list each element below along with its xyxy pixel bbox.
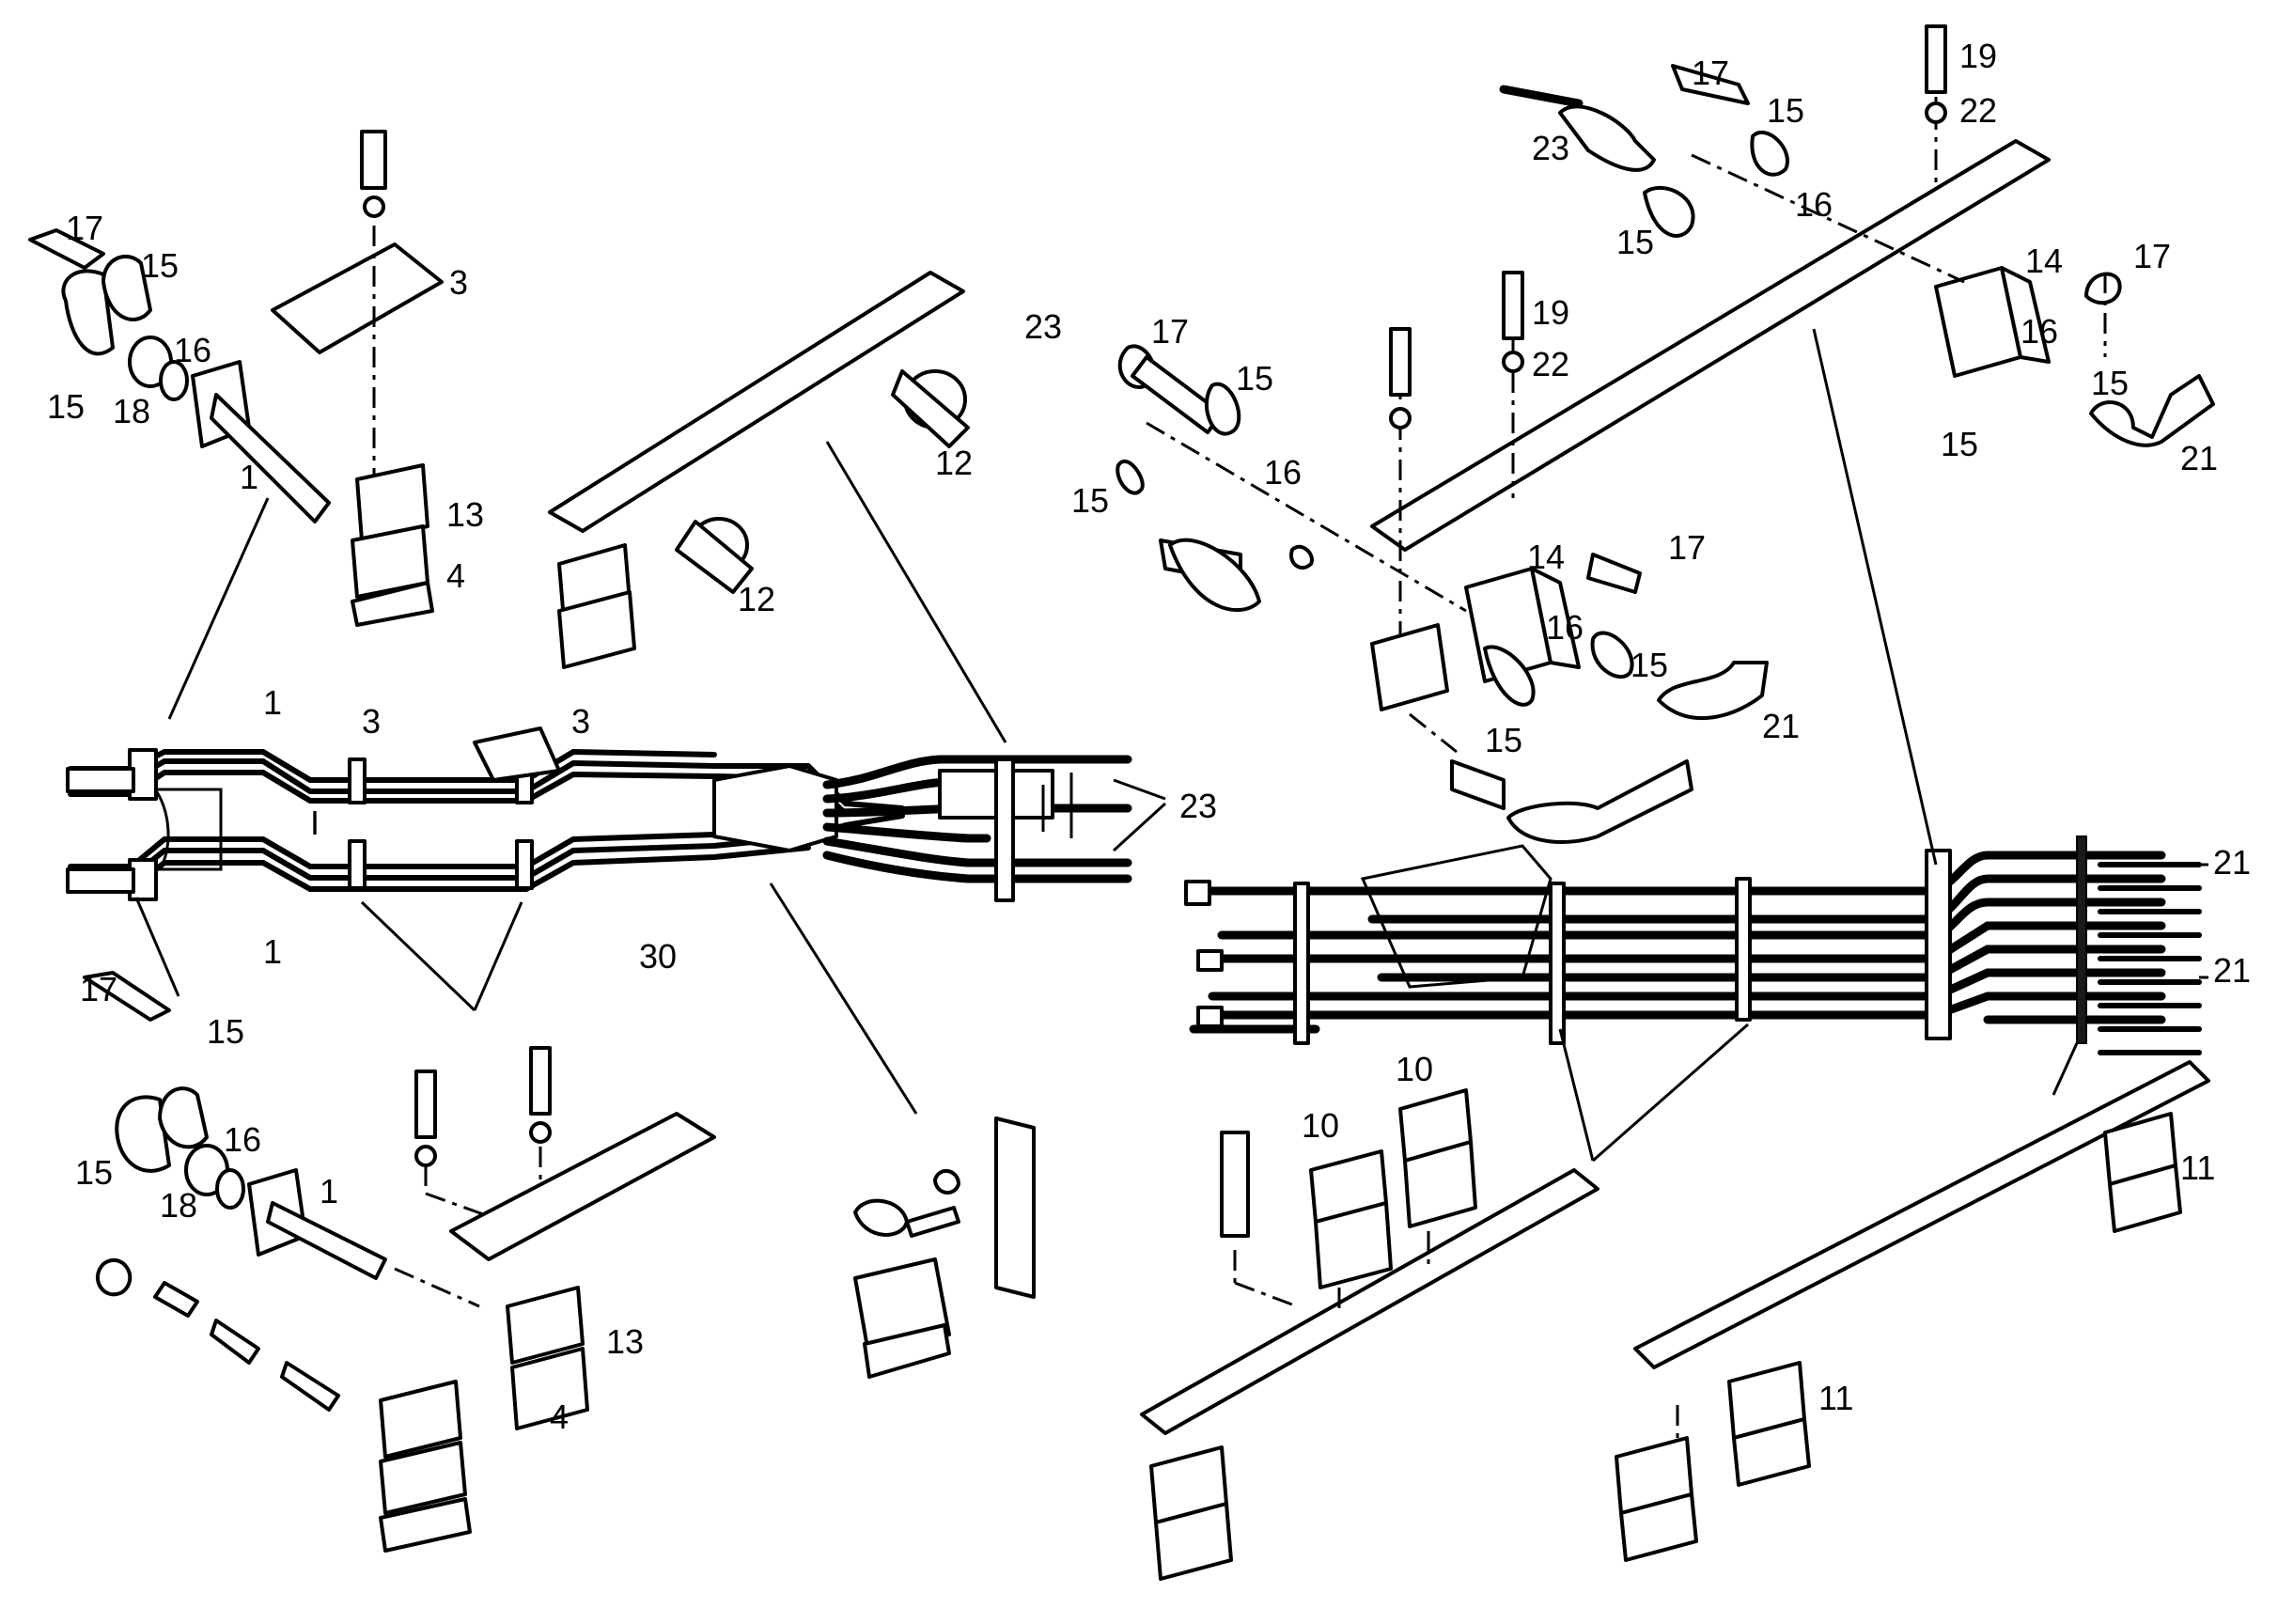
callout-23: 23 [1179, 787, 1217, 825]
callout-17: 17 [80, 970, 117, 1008]
callout-13: 13 [446, 495, 484, 534]
callout-10: 10 [1396, 1050, 1433, 1088]
callout-17: 17 [1668, 528, 1706, 567]
callout-1: 1 [320, 1172, 338, 1210]
callout-16: 16 [174, 331, 211, 369]
callout-4: 4 [446, 556, 465, 595]
top-left-clamp-plate-group [271, 130, 444, 627]
callout-1: 1 [263, 932, 282, 971]
callout-3: 3 [362, 702, 381, 741]
callout-15: 15 [1767, 91, 1804, 130]
callout-labels: 17 15 15 18 16 1 3 13 4 12 12 1 3 3 I 1 … [47, 37, 2251, 1436]
callout-3: 3 [571, 702, 590, 741]
callout-14: 14 [1527, 538, 1565, 576]
callout-12: 12 [738, 580, 775, 618]
callout-21: 21 [2213, 951, 2251, 990]
callout-3: 3 [449, 263, 468, 302]
callout-17: 17 [2133, 237, 2171, 275]
callout-15: 15 [1071, 481, 1109, 520]
right-hose-assembly [1184, 835, 2202, 1055]
callout-leaders [1112, 778, 2208, 979]
top-right-fitting-group [1370, 24, 2215, 866]
callout-15: 15 [1616, 223, 1654, 261]
middle-right-fitting-group [1116, 271, 1769, 844]
callout-16: 16 [1795, 185, 1833, 224]
callout-15: 15 [207, 1012, 244, 1051]
bottom-left-flange-group [83, 897, 480, 1412]
callout-21: 21 [2180, 439, 2218, 477]
callout-21: 21 [2213, 843, 2251, 882]
callout-23: 23 [1024, 307, 1062, 346]
callout-16: 16 [2021, 312, 2058, 351]
callout-11: 11 [1818, 1379, 1853, 1417]
callout-19: 19 [1959, 37, 1997, 75]
callout-15: 15 [75, 1153, 113, 1192]
callout-21: 21 [1762, 707, 1800, 745]
left-hose-assembly [66, 726, 1132, 902]
bottom-left-clamp-plate-group [360, 900, 716, 1553]
callout-22: 22 [1532, 345, 1569, 383]
top-left-flange-group [28, 228, 331, 720]
callout-15: 15 [47, 387, 85, 426]
callout-16: 16 [224, 1120, 261, 1159]
callout-roman-one: I [310, 804, 320, 842]
callout-1: 1 [263, 683, 282, 722]
top-center-bar-group [548, 271, 1007, 743]
callout-15: 15 [2091, 364, 2129, 402]
callout-15: 15 [1485, 721, 1522, 759]
callout-16: 16 [1264, 453, 1302, 492]
bottom-center-bracket-group [769, 882, 1036, 1379]
callout-12: 12 [935, 444, 973, 482]
right-end-hose-stubs [2098, 862, 2202, 1055]
callout-11: 11 [2180, 1148, 2215, 1187]
callout-23: 23 [1532, 129, 1569, 167]
callout-4: 4 [550, 1398, 569, 1436]
callout-30: 30 [639, 937, 677, 976]
callout-15: 15 [1941, 425, 1978, 463]
bottom-right-bar-group [1140, 1023, 2210, 1581]
callout-16: 16 [1546, 608, 1584, 647]
callout-18: 18 [160, 1186, 197, 1225]
callout-1: 1 [240, 458, 258, 496]
callout-14: 14 [2025, 242, 2063, 280]
callout-22: 22 [1959, 91, 1997, 130]
callout-15: 15 [141, 246, 179, 285]
callout-15: 15 [1630, 646, 1668, 684]
callout-17: 17 [1692, 54, 1729, 92]
callout-13: 13 [606, 1322, 644, 1361]
callout-17: 17 [1151, 312, 1189, 351]
callout-19: 19 [1532, 293, 1569, 332]
callout-15: 15 [1236, 359, 1273, 398]
callout-17: 17 [66, 209, 103, 247]
callout-10: 10 [1302, 1106, 1339, 1145]
callout-18: 18 [113, 392, 150, 430]
